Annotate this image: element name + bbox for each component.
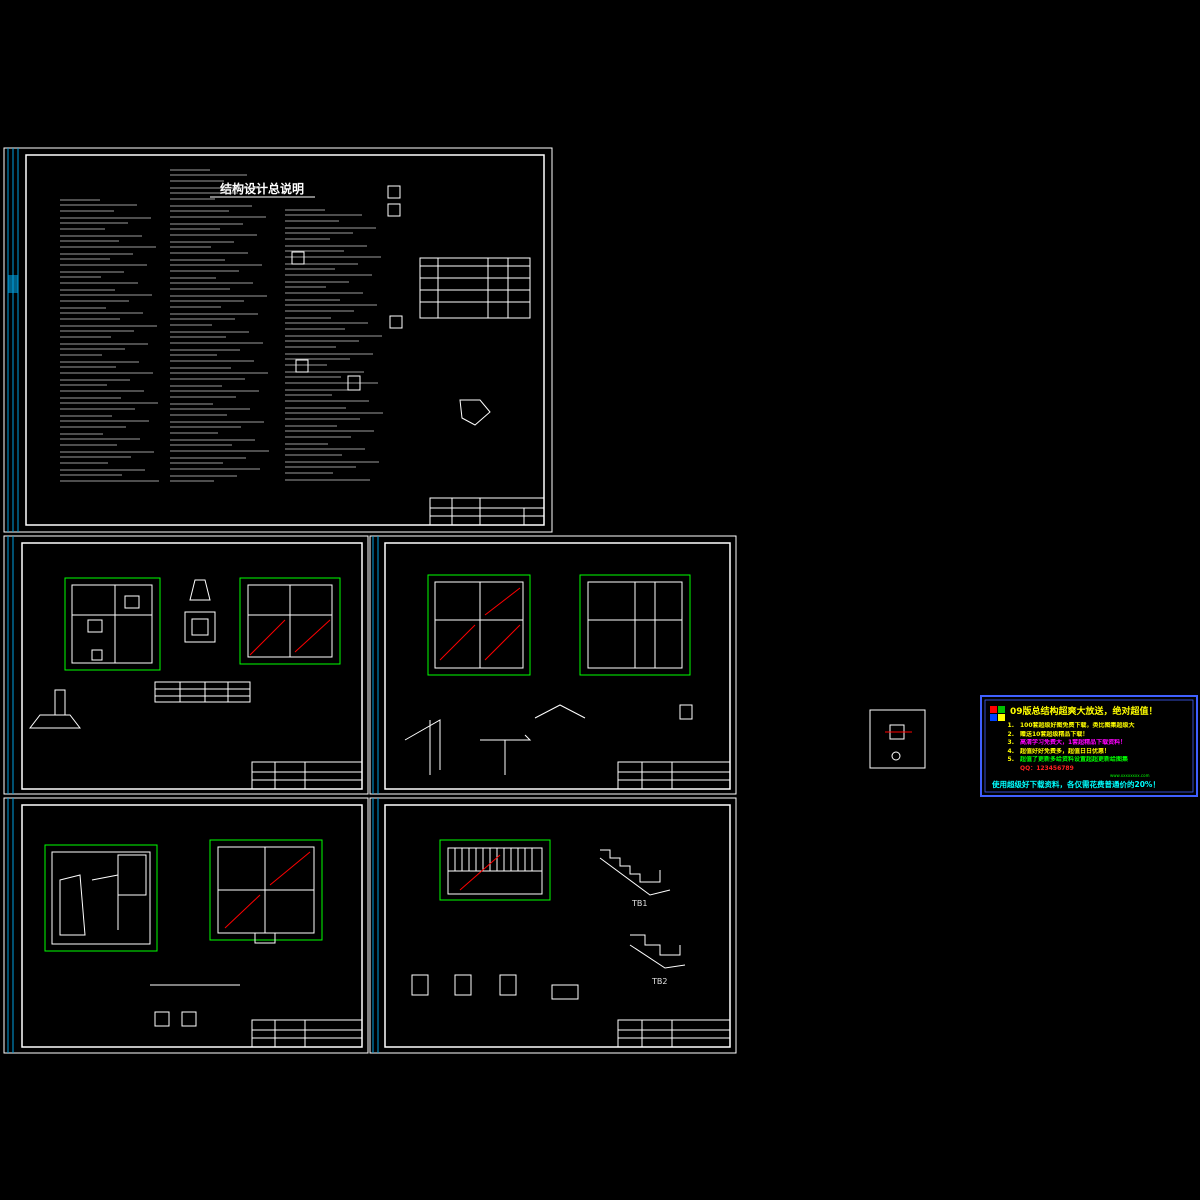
sheet4-details [150, 984, 240, 1027]
sheet1-column-detail [291, 185, 491, 426]
sheet4-plan-left [44, 844, 158, 952]
advert-line: 2. 赠送10套超级精品下载！ [996, 731, 1190, 740]
advert-line-number: 5. [1007, 756, 1014, 764]
notes-text-block [60, 169, 383, 482]
sheet3-plan-right [579, 574, 691, 676]
advert-headline: 09版总结构超爽大放送，绝对超值！ [1010, 707, 1158, 717]
sheet2-footing-detail [28, 579, 216, 729]
advert-line-text: 赠送10套超级精品下载！ [1020, 730, 1089, 738]
advert-line: 1. 100套超级好图免费下载，类比图集超级大 [996, 722, 1190, 731]
sheet-general-notes: 结构设计总说明 [3, 147, 553, 533]
sheet3-section-details [404, 704, 693, 775]
sheet-roof-plans [3, 797, 369, 1054]
sheet5-stair-plan [439, 839, 551, 901]
advert-line-list: 1. 100套超级好图免费下载，类比图集超级大 2. 赠送10套超级精品下载！ 3. 高清… [996, 722, 1190, 774]
advert-footnote[interactable]: www.xxxxxxxx.com [1110, 773, 1150, 778]
standalone-detail-box [869, 709, 926, 769]
advert-logo-icon [990, 706, 1005, 721]
advert-line: 4. 超值好好免费多，超值日日优惠！ [996, 748, 1190, 757]
advert-line: 3. 高清学习免费大，1套超精品下载资料！ [996, 739, 1190, 748]
sheet3-plan-left [427, 574, 531, 676]
sheet2-plan-right [239, 577, 341, 665]
sheet5-beam-details [411, 974, 579, 1000]
sheet3-title-block [617, 761, 731, 790]
advert-panel [980, 695, 1198, 797]
advert-line-text: QQ：123456789 [1020, 764, 1074, 772]
advert-line-text: 100套超级好图免费下载，类比图集超级大 [1020, 722, 1135, 729]
label-tb1: TB1 [631, 899, 647, 908]
sheet5-tb1-section [599, 849, 671, 896]
sheet5-tb2-section [629, 934, 686, 969]
advert-line-number: 2. [1007, 730, 1014, 738]
sheet1-drawing-list-table [419, 257, 531, 319]
advert-line-number: 4. [1007, 747, 1014, 755]
label-tb2: TB2 [651, 977, 667, 986]
advert-line-text: 超值好好免费多，超值日日优惠！ [1020, 747, 1111, 755]
sheet-stair-details: TB1 TB2 [369, 797, 737, 1054]
sheet4-title-block [251, 1019, 363, 1048]
advert-line: QQ：123456789 [996, 765, 1190, 774]
sheet2-table [154, 681, 251, 703]
advert-line-number: 1. [1007, 722, 1014, 729]
sheet1-title: 结构设计总说明 [220, 181, 304, 196]
advert-line-text: 高清学习免费大，1套超精品下载资料！ [1020, 739, 1127, 747]
sheet2-title-block [251, 761, 363, 790]
sheet2-plan-left [64, 577, 161, 671]
advert-line: 5. 超值了更新多给资料设置超超更新给图集 [996, 756, 1190, 765]
advert-text: 09版总结构超爽大放送，绝对超值！ [1010, 704, 1192, 717]
advert-line-number: 3. [1007, 739, 1014, 747]
sheet5-title-block [617, 1019, 731, 1048]
advert-footer: 使用超级好下载资料，各仅需花费普通价的20%！ [992, 780, 1160, 789]
sheet-foundation-plan [3, 535, 369, 795]
sheet-floor-plans [369, 535, 737, 795]
sheet1-title-block [429, 497, 545, 526]
sheet4-plan-right [209, 839, 323, 944]
advert-line-text: 超值了更新多给资料设置超超更新给图集 [1020, 756, 1129, 764]
sheet1-left-strip [7, 148, 19, 532]
